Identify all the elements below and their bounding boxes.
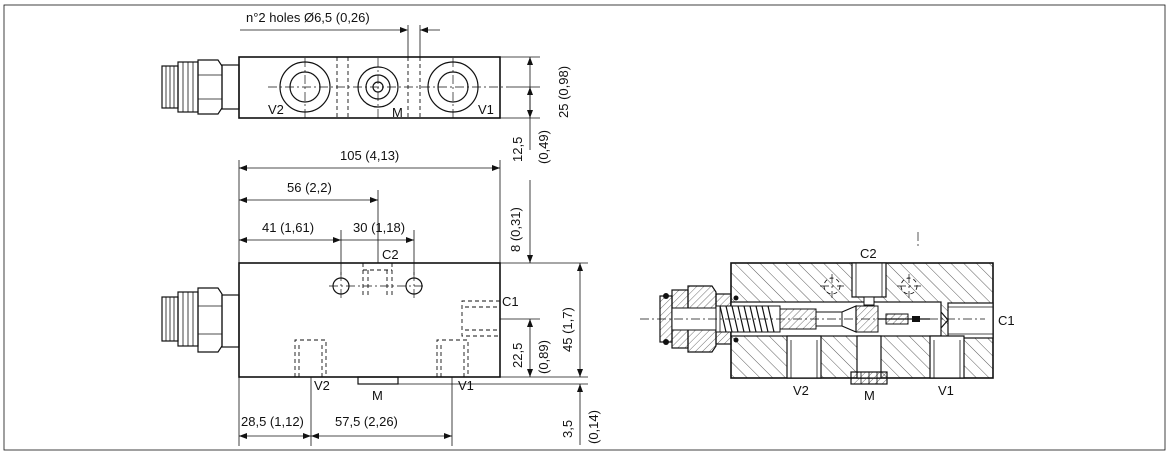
front-view: C2 C1 V2 M V1 105 (4,13) 56 (2,2) 41 (1,…	[161, 148, 601, 446]
front-view-label-v1: V1	[458, 378, 474, 393]
front-view-label-m: M	[372, 388, 383, 403]
front-view-dim-56: 56 (2,2)	[287, 180, 332, 195]
front-view-dim-41: 41 (1,61)	[262, 220, 314, 235]
top-view-dim-half-in: (0,49)	[536, 130, 551, 164]
section-view-port-c1	[947, 302, 994, 339]
section-view-port-c2	[851, 262, 887, 298]
top-view-holes-note: n°2 holes Ø6,5 (0,26)	[246, 10, 370, 25]
front-view-hex-nut	[197, 287, 223, 353]
top-view-neck	[221, 64, 240, 110]
front-view-dim-28-5: 28,5 (1,12)	[241, 414, 304, 429]
top-view-label-v2: V2	[268, 102, 284, 117]
section-view-label-v1: V1	[938, 383, 954, 398]
front-view-dim-57-5: 57,5 (2,26)	[335, 414, 398, 429]
section-view-port-v1	[929, 335, 965, 379]
top-view-body	[238, 56, 501, 119]
front-view-dim-30: 30 (1,18)	[353, 220, 405, 235]
front-view-neck	[221, 294, 240, 348]
section-view: C2 C1 V2 M V1	[640, 232, 1015, 403]
front-view-dim-45: 45 (1,7)	[560, 307, 575, 352]
front-view-dim-8: 8 (0,31)	[508, 207, 523, 252]
top-view-hex-nut	[197, 59, 223, 115]
section-view-label-c2: C2	[860, 246, 877, 261]
front-view-dim-3-5: 3,5	[560, 420, 575, 438]
top-view-dim-height: 25 (0,98)	[556, 66, 571, 118]
section-view-cartridge	[640, 285, 985, 353]
front-view-label-v2: V2	[314, 378, 330, 393]
front-view-label-c1: C1	[502, 294, 519, 309]
sheet-border	[3, 4, 1166, 451]
section-view-port-v2	[786, 335, 822, 379]
front-view-label-c2: C2	[382, 247, 399, 262]
top-view: n°2 holes Ø6,5 (0,26) V2 M V1 25 (0,98) …	[161, 10, 571, 164]
section-view-label-v2: V2	[793, 383, 809, 398]
front-view-dim-22-5: 22,5	[510, 343, 525, 368]
top-view-label-v1: V1	[478, 102, 494, 117]
front-view-dim-length: 105 (4,13)	[340, 148, 399, 163]
top-view-dim-half: 12,5	[510, 137, 525, 162]
front-view-body	[238, 262, 501, 378]
section-view-label-c1: C1	[998, 313, 1015, 328]
front-view-dim-3-5-in: (0,14)	[586, 410, 601, 444]
front-view-m-port	[357, 376, 399, 385]
front-view-dim-22-5-in: (0,89)	[536, 340, 551, 374]
top-view-label-m: M	[392, 105, 403, 120]
section-view-label-m: M	[864, 388, 875, 403]
